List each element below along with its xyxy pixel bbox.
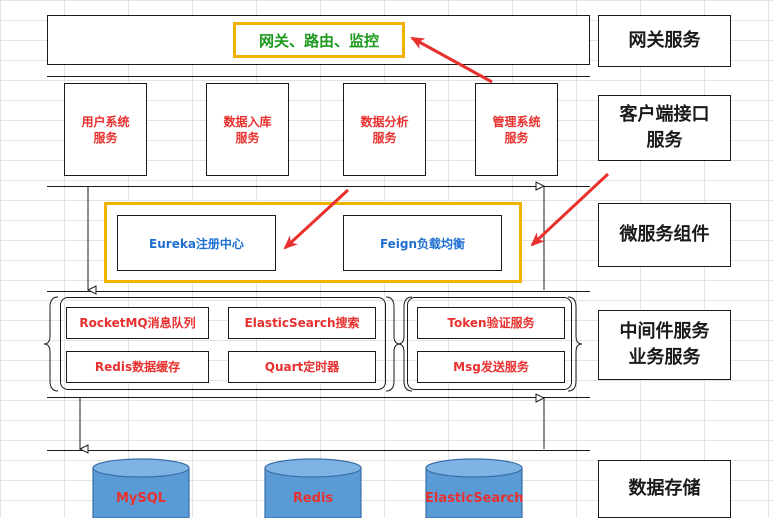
brace-left-middleware: [43, 296, 59, 392]
divider-client: [47, 186, 590, 187]
divider-micro: [47, 291, 590, 292]
divider-gateway: [47, 76, 590, 77]
middleware-group: [60, 297, 386, 390]
divider-middleware: [47, 397, 590, 398]
elasticsearch-search-box: ElasticSearch搜索: [228, 307, 376, 339]
mysql-cylinder: MySQL: [92, 458, 190, 518]
msg-send-box: Msg发送服务: [417, 351, 565, 383]
database-icon: [425, 458, 523, 518]
client-service-data-analysis: 数据分析 服务: [343, 83, 426, 176]
brace-right-middleware: [385, 296, 401, 392]
layer-label-client: 客户端接口 服务: [598, 95, 731, 161]
elasticsearch-cylinder: ElasticSearch: [425, 458, 524, 518]
client-service-user: 用户系统 服务: [64, 83, 147, 176]
gateway-label: 网关、路由、监控: [258, 31, 379, 50]
redis-cylinder: Redis: [264, 458, 362, 518]
database-icon: [92, 458, 190, 518]
token-auth-box: Token验证服务: [417, 307, 565, 339]
gateway-routing-monitor-box: 网关、路由、监控: [233, 22, 405, 58]
rocketmq-box: RocketMQ消息队列: [66, 307, 209, 339]
layer-label-micro: 微服务组件: [598, 203, 731, 267]
red-arrow-to-feign: [530, 172, 610, 247]
elasticsearch-label: ElasticSearch: [425, 491, 524, 506]
client-service-data-ingest: 数据入库 服务: [206, 83, 289, 176]
layer-label-middleware: 中间件服务 业务服务: [598, 310, 731, 380]
mysql-label: MySQL: [115, 491, 167, 506]
quart-timer-box: Quart定时器: [228, 351, 376, 383]
eureka-registry-box: Eureka注册中心: [117, 215, 276, 271]
layer-label-storage: 数据存储: [598, 460, 731, 518]
client-service-admin: 管理系统 服务: [475, 83, 558, 176]
feign-load-balancer-box: Feign负载均衡: [343, 215, 502, 271]
redis-cache-box: Redis数据缓存: [66, 351, 209, 383]
layer-label-gateway: 网关服务: [598, 15, 731, 67]
divider-storage: [47, 450, 590, 451]
redis-label: Redis: [292, 491, 334, 506]
database-icon: [264, 458, 362, 518]
